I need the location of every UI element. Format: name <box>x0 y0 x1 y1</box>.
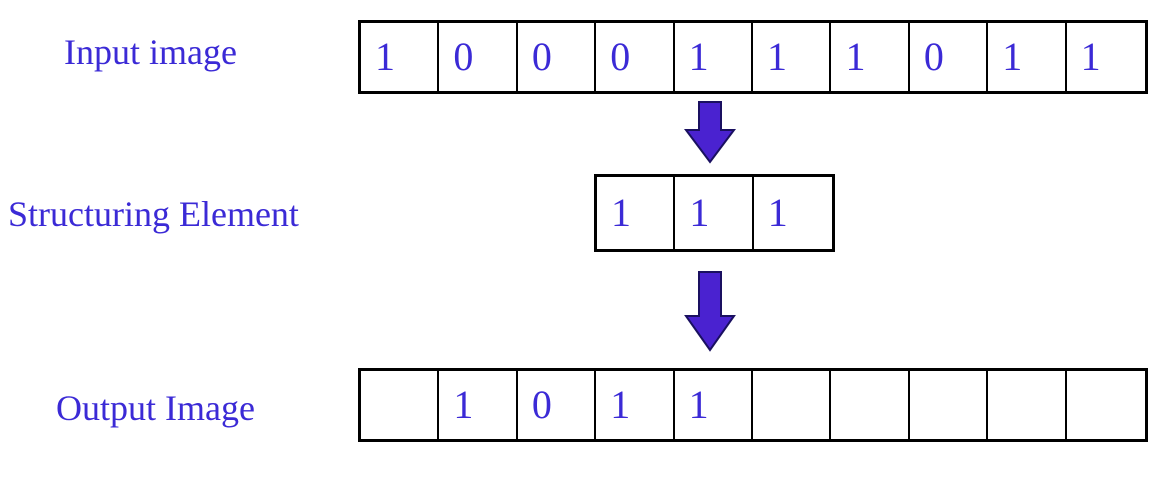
input-cell: 1 <box>361 23 440 91</box>
output-cell: 1 <box>675 371 754 439</box>
structuring-element-cell: 1 <box>675 177 754 249</box>
input-cell: 1 <box>988 23 1067 91</box>
output-cell: 0 <box>518 371 597 439</box>
output-cell <box>361 371 440 439</box>
input-cell: 1 <box>753 23 832 91</box>
output-cell <box>753 371 832 439</box>
output-cell <box>831 371 910 439</box>
input-cell: 1 <box>831 23 910 91</box>
output-cell: 1 <box>439 371 518 439</box>
input-cell: 1 <box>1080 34 1101 79</box>
output-cell: 1 <box>596 371 675 439</box>
input-cell: 0 <box>910 23 989 91</box>
structuring-element-cell: 1 <box>767 190 788 235</box>
input-cell: 0 <box>596 23 675 91</box>
down-arrow-icon <box>684 101 736 164</box>
input-cell: 1 <box>675 23 754 91</box>
input-cell: 0 <box>439 23 518 91</box>
down-arrow-icon <box>684 271 736 352</box>
output-cell <box>988 371 1067 439</box>
output-cell <box>910 371 989 439</box>
input-image-label: Input image <box>64 32 237 72</box>
output-image-label: Output Image <box>56 388 255 428</box>
structuring-element-cell: 1 <box>597 177 676 249</box>
output-cell <box>1067 371 1145 439</box>
input-cell: 0 <box>518 23 597 91</box>
structuring-element-label: Structuring Element <box>8 194 299 234</box>
